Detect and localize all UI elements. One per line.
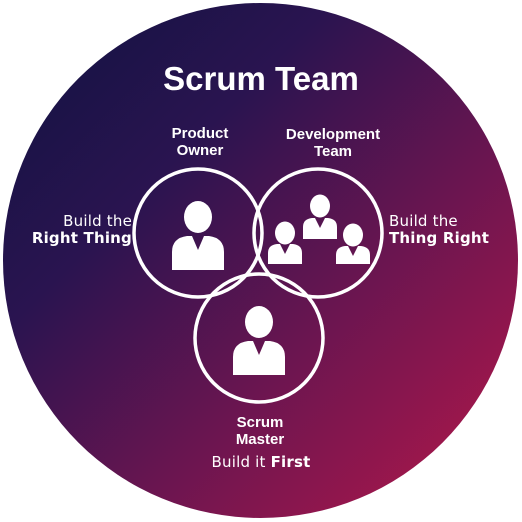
product-owner-label-line1: Product bbox=[171, 125, 229, 142]
bottom-tagline-normal: Build it bbox=[211, 453, 271, 471]
right-tagline: Build the Thing Right bbox=[389, 212, 499, 248]
right-tagline-line1: Build the bbox=[389, 212, 458, 230]
person-icon bbox=[172, 201, 224, 270]
scrum-master-label-line2: Master bbox=[235, 431, 285, 449]
diagram-title: Scrum Team bbox=[163, 60, 359, 97]
bottom-tagline-bold: First bbox=[270, 453, 311, 471]
scrum-master-label-line1: Scrum bbox=[236, 414, 284, 431]
development-team-label: Development Team bbox=[268, 126, 398, 161]
group-icon bbox=[268, 194, 370, 264]
left-tagline: Build the Right Thing bbox=[22, 212, 132, 248]
bottom-tagline: Build it First bbox=[160, 453, 362, 471]
left-tagline-line1: Build the bbox=[63, 212, 132, 230]
development-team-label-line2: Team bbox=[313, 143, 353, 161]
product-owner-circle bbox=[132, 167, 264, 299]
product-owner-label: Product Owner bbox=[150, 125, 250, 160]
scrum-master-circle bbox=[193, 272, 325, 404]
scrum-master-label: Scrum Master bbox=[210, 414, 310, 449]
product-owner-label-line2: Owner bbox=[176, 142, 224, 160]
left-tagline-line2: Right Thing bbox=[31, 229, 132, 248]
development-team-label-line1: Development bbox=[285, 126, 381, 143]
right-tagline-line2: Thing Right bbox=[389, 229, 490, 248]
development-team-circle bbox=[252, 167, 384, 299]
person-icon bbox=[233, 306, 285, 375]
